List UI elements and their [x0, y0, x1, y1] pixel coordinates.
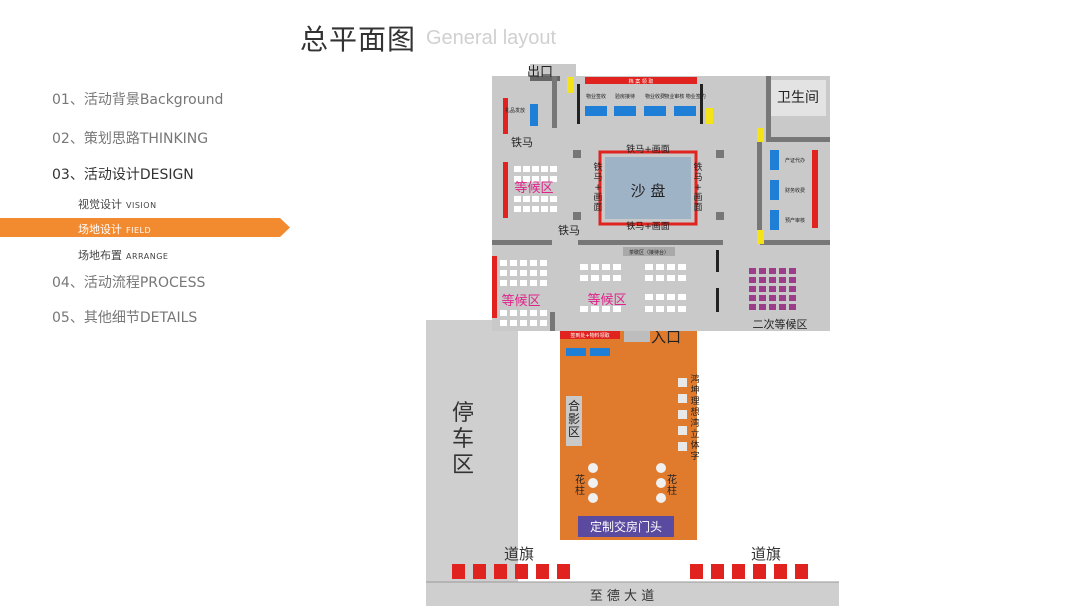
sandtable-frame [598, 150, 698, 226]
sandtable [605, 157, 691, 219]
svg-text:铁马+画面: 铁马+画面 [626, 143, 670, 155]
seat-grid-bottom-left [500, 260, 547, 326]
seat-grid-bottom-center [580, 264, 686, 312]
road-label: 至 德 大 道 [590, 589, 654, 604]
sub-item-label: 视觉设计 [78, 198, 122, 211]
svg-text:财务收费: 财务收费 [785, 187, 805, 194]
photo-zone [566, 396, 582, 446]
letter-blocks [678, 378, 687, 451]
svg-text:茶歇区（接待台）: 茶歇区（接待台） [629, 249, 669, 256]
seat-grid-top-left [514, 166, 557, 212]
entrance-label: 入口 [651, 328, 681, 346]
side-navigation: 01、活动背景Background 02、策划思路THINKING 03、活动设… [0, 0, 300, 608]
restroom [771, 80, 826, 116]
page-subtitle: General layout [426, 27, 557, 49]
flag-label-left: 道旗 [504, 545, 534, 563]
sandtable-label: 沙 盘 [631, 182, 666, 200]
svg-text:签到处+物料领取: 签到处+物料领取 [570, 332, 609, 339]
svg-text:物业审核 物业签约: 物业审核 物业签约 [664, 93, 706, 100]
sub-item-vision[interactable]: 视觉设计 VISION [78, 196, 157, 212]
top-banner [585, 77, 697, 84]
seat-grid-second-waiting [749, 268, 796, 310]
exit-label: 出口 [527, 65, 553, 80]
nav-item-details[interactable]: 05、其他细节DETAILS [52, 310, 198, 326]
svg-text:礼品发放: 礼品发放 [505, 107, 525, 114]
waiting-area-label: 等候区 [514, 180, 553, 196]
flag-row-right [690, 564, 808, 579]
parking-label: 停车区 [452, 401, 474, 478]
sub-item-en: ARRANGE [126, 252, 169, 261]
iron-horse-label-bottom: 铁马 [558, 224, 580, 237]
second-waiting-label: 二次等候区 [753, 317, 808, 331]
selected-indicator [0, 218, 290, 237]
svg-text:预产审核: 预产审核 [785, 217, 805, 224]
road-strip [426, 582, 839, 606]
waiting-area-label-3: 等候区 [587, 292, 626, 308]
vertical-text-label: 鸿坤理想湾立体字 [690, 373, 699, 462]
svg-text:物业签收: 物业签收 [586, 93, 606, 100]
flower-columns [588, 463, 666, 503]
svg-text:花柱: 花柱 [667, 473, 677, 497]
svg-text:铁马+画面: 铁马+画面 [693, 161, 702, 213]
svg-text:档 案 领 取: 档 案 领 取 [629, 78, 654, 85]
flag-label-right: 道旗 [751, 545, 781, 563]
nav-item-background[interactable]: 01、活动背景Background [52, 92, 224, 108]
svg-text:铁马+画面: 铁马+画面 [593, 161, 602, 213]
entrance-zone [560, 331, 697, 540]
svg-text:合影区: 合影区 [568, 398, 580, 439]
sub-item-en: VISION [126, 201, 157, 210]
flag-row-left [452, 564, 570, 579]
svg-text:花柱: 花柱 [575, 473, 585, 497]
waiting-area-label-2: 等候区 [501, 293, 540, 309]
sub-item-en: FIELD [126, 226, 152, 235]
parking-zone [426, 320, 518, 582]
custom-gate-label: 定制交房门头 [590, 519, 662, 534]
svg-text:产证代办: 产证代办 [785, 157, 805, 164]
iron-horse-label-top: 铁马 [511, 136, 533, 149]
page-title: 总平面图 [300, 23, 417, 56]
svg-text:物业收费: 物业收费 [645, 93, 665, 100]
custom-gate [578, 516, 674, 537]
sub-item-arrange[interactable]: 场地布置 ARRANGE [78, 247, 168, 263]
svg-text:验房接待: 验房接待 [615, 93, 635, 100]
restroom-label: 卫生间 [777, 90, 819, 106]
sub-item-label: 场地布置 [78, 249, 122, 262]
sub-item-label: 场地设计 [78, 223, 122, 236]
nav-item-thinking[interactable]: 02、策划思路THINKING [52, 131, 209, 147]
nav-item-design[interactable]: 03、活动设计DESIGN [52, 167, 194, 183]
service-desks [585, 106, 696, 116]
svg-text:铁马+画面: 铁马+画面 [626, 220, 670, 232]
sub-item-field[interactable]: 场地设计 FIELD [78, 221, 151, 237]
nav-item-process[interactable]: 04、活动流程PROCESS [52, 275, 206, 291]
